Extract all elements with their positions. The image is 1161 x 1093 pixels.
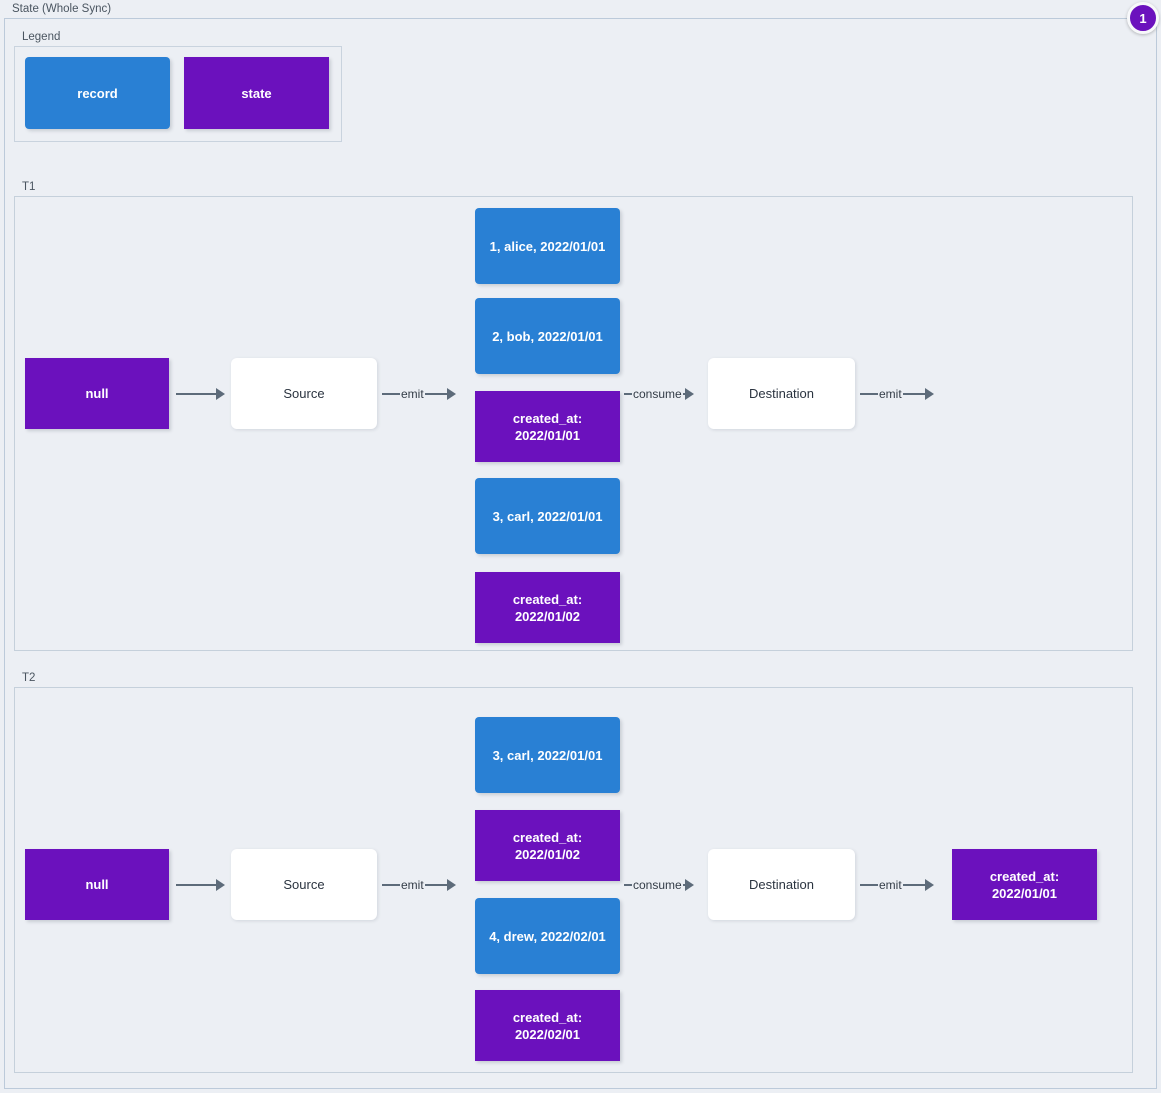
page-title: State (Whole Sync) xyxy=(12,3,112,15)
t1-stream-item-0[interactable]: 1, alice, 2022/01/01 xyxy=(475,208,620,284)
t2-stream-item-0-label: 3, carl, 2022/01/01 xyxy=(492,747,603,763)
t1-stream-item-1-label: 2, bob, 2022/01/01 xyxy=(492,328,603,344)
legend-items: record state xyxy=(25,57,329,129)
t1-state-in-label: null xyxy=(85,386,109,401)
status-badge-count: 1 xyxy=(1139,10,1147,26)
legend-body: record state xyxy=(14,46,342,142)
t2-destination-label: Destination xyxy=(748,877,815,892)
t2-stream-item-1[interactable]: created_at: 2022/01/02 xyxy=(475,810,620,881)
t1-stream-item-3-label: 3, carl, 2022/01/01 xyxy=(492,508,603,524)
t2-state-in-label: null xyxy=(85,877,109,892)
t1-stream-item-1[interactable]: 2, bob, 2022/01/01 xyxy=(475,298,620,374)
t2-stream-item-2-label: 4, drew, 2022/02/01 xyxy=(489,928,606,944)
t2-state-in[interactable]: null xyxy=(25,849,169,920)
t1-stream-item-0-label: 1, alice, 2022/01/01 xyxy=(489,238,606,254)
t2-source[interactable]: Source xyxy=(231,849,377,920)
t2-state-out-label: created_at: 2022/01/01 xyxy=(989,868,1060,901)
t1-destination[interactable]: Destination xyxy=(708,358,855,429)
cluster-t2-title: T2 xyxy=(22,672,36,684)
status-badge[interactable]: 1 xyxy=(1127,2,1159,34)
t2-source-label: Source xyxy=(283,877,325,892)
legend-chip-record-label: record xyxy=(77,85,118,101)
t1-stream-item-4-label: created_at: 2022/01/02 xyxy=(512,591,583,624)
t2-stream-item-2[interactable]: 4, drew, 2022/02/01 xyxy=(475,898,620,974)
t2-stream-item-0[interactable]: 3, carl, 2022/01/01 xyxy=(475,717,620,793)
t1-state-in[interactable]: null xyxy=(25,358,169,429)
t2-stream-item-3-label: created_at: 2022/02/01 xyxy=(512,1009,583,1042)
cluster-t1-title: T1 xyxy=(22,181,36,193)
t1-source[interactable]: Source xyxy=(231,358,377,429)
t1-stream-item-2-label: created_at: 2022/01/01 xyxy=(512,410,583,443)
legend-title: Legend xyxy=(22,31,61,43)
t2-stream-item-1-label: created_at: 2022/01/02 xyxy=(512,829,583,862)
legend-cluster: Legend record state xyxy=(14,30,342,142)
t1-destination-label: Destination xyxy=(748,386,815,401)
t1-stream-item-2[interactable]: created_at: 2022/01/01 xyxy=(475,391,620,462)
t2-state-out[interactable]: created_at: 2022/01/01 xyxy=(952,849,1097,920)
t1-stream-item-4[interactable]: created_at: 2022/01/02 xyxy=(475,572,620,643)
t1-stream-item-3[interactable]: 3, carl, 2022/01/01 xyxy=(475,478,620,554)
legend-chip-state-label: state xyxy=(241,85,272,101)
t2-stream-item-3[interactable]: created_at: 2022/02/01 xyxy=(475,990,620,1061)
legend-chip-record[interactable]: record xyxy=(25,57,170,129)
legend-chip-state[interactable]: state xyxy=(184,57,329,129)
t2-destination[interactable]: Destination xyxy=(708,849,855,920)
t1-source-label: Source xyxy=(283,386,325,401)
